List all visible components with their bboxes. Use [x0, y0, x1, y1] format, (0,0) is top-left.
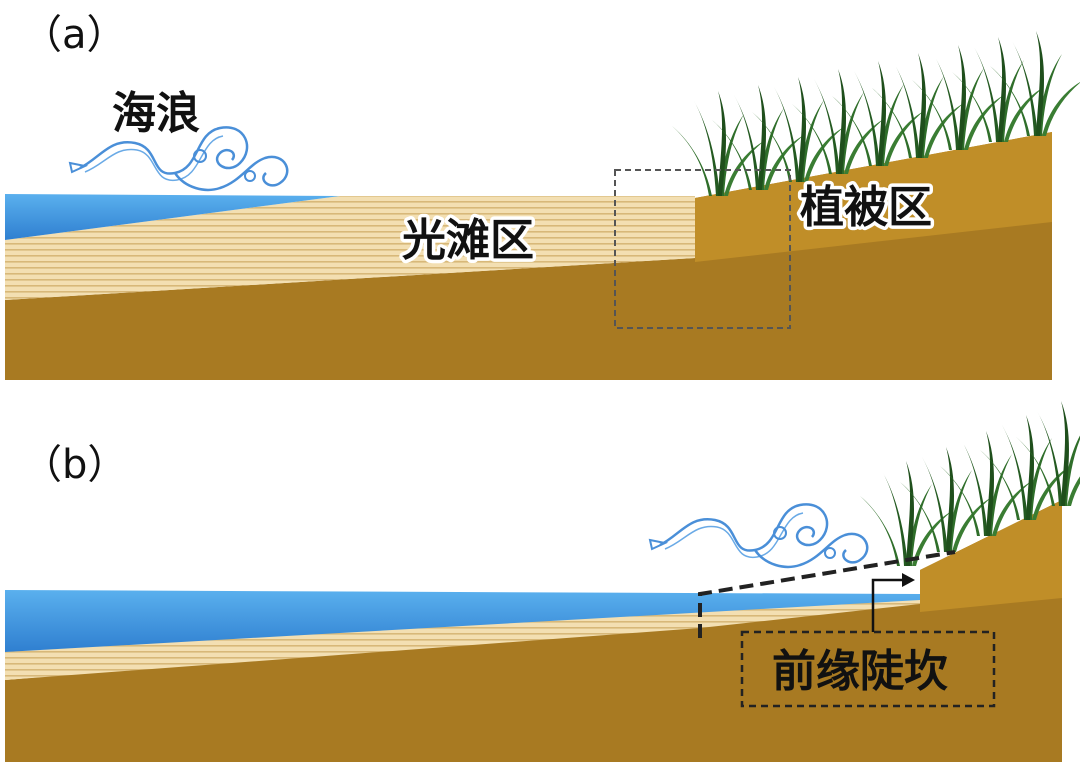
vegetation-zone-label: 植被区 — [800, 182, 932, 233]
beach-zone-label: 光滩区 — [402, 215, 534, 266]
panel-a-water — [5, 194, 340, 240]
panel-b-sand-band — [5, 598, 920, 680]
panel-b-label: （b） — [22, 442, 127, 488]
panel-a-sand — [5, 196, 695, 300]
panel-b-former-profile — [698, 550, 956, 638]
panel-b-soil-upper — [920, 500, 1062, 612]
panel-b-water — [5, 590, 920, 652]
scarp-callout-box — [740, 630, 996, 708]
panel-a-soil-upper — [695, 132, 1052, 262]
panel-a-dashed-box — [614, 169, 791, 329]
panel-a-label: （a） — [22, 12, 127, 58]
scarp-label: 前缘陡坎 — [772, 646, 948, 697]
panel-b: （b） 前缘陡坎 — [5, 401, 1080, 762]
scarp-arrow — [871, 573, 915, 632]
panel-b-soil — [5, 500, 1062, 762]
wave-label: 海浪 — [112, 88, 200, 139]
panel-a: （a） 海浪 光滩区 植被区 — [5, 12, 1080, 380]
panel-b-wave-icon — [648, 503, 869, 569]
